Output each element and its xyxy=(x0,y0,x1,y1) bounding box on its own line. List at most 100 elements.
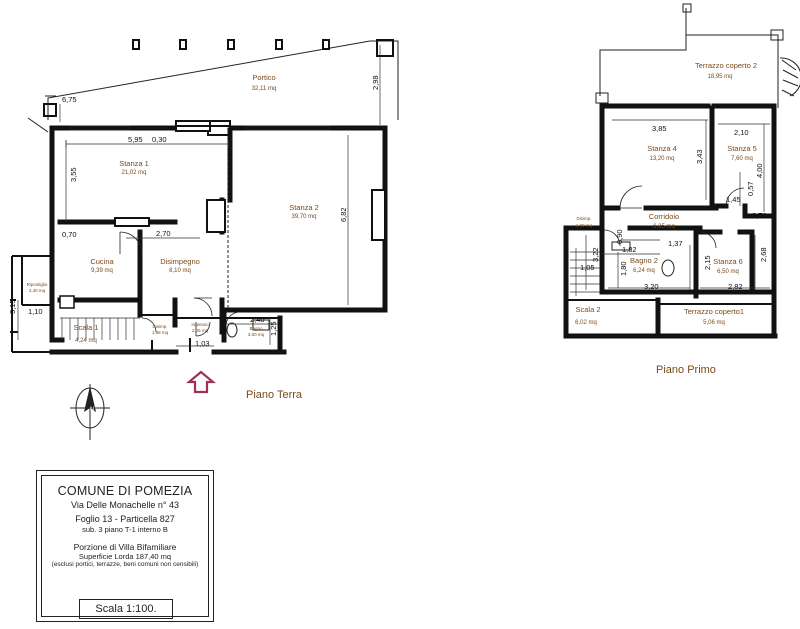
ripostiglio-area: 3,40 mq xyxy=(29,288,46,293)
stanza2-name: Stanza 2 xyxy=(289,203,319,212)
gross-surface: Superficie Lorda 187,40 mq xyxy=(78,552,172,561)
stanza1-area: 21,02 mq xyxy=(121,170,146,176)
ground-floor-title: Piano Terra xyxy=(246,389,303,401)
dim-label: 4,00 xyxy=(755,163,764,178)
ingresso-area: 2,05 mq xyxy=(192,328,209,333)
scala2-name: Scala 2 xyxy=(575,305,600,314)
dim-label: 2,98 xyxy=(371,75,380,90)
stanza4-name: Stanza 4 xyxy=(647,144,677,153)
disimpegno-name: Disimpegno xyxy=(160,257,200,266)
dim-label: 6,82 xyxy=(339,207,348,222)
dim-label: 3,22 xyxy=(591,247,600,262)
disimp-small-name: Disimp. xyxy=(152,324,167,329)
dim-label: 1,45 xyxy=(726,195,741,204)
stanza1-name: Stanza 1 xyxy=(119,159,149,168)
cucina-name: Cucina xyxy=(90,257,114,266)
portico-name: Portico xyxy=(252,73,275,82)
sub-floor-info: sub. 3 piano T-1 interno B xyxy=(82,525,168,534)
dim-label: 1,80 xyxy=(619,261,628,276)
ingresso-name: Ingresso xyxy=(191,322,209,327)
stanza6-name: Stanza 6 xyxy=(713,257,743,266)
first-dimension-lines xyxy=(585,119,770,290)
portico-outline xyxy=(47,40,399,120)
corridoio-area: 6,25 mq xyxy=(653,224,675,230)
ground-room-labels: Portico 32,11 mq Stanza 1 21,02 mq Stanz… xyxy=(27,73,319,344)
terrazzo1-area: 5,06 mq xyxy=(703,320,725,326)
ground-dimension-lines xyxy=(17,45,381,347)
first-floor-title: Piano Primo xyxy=(656,364,716,376)
stair-1-treads xyxy=(60,317,140,340)
municipality-name: COMUNE DI POMEZIA xyxy=(57,484,193,498)
stair-2-treads xyxy=(570,248,600,296)
dim-label: 2,40 xyxy=(250,315,265,324)
bagno-area: 3,00 mq xyxy=(248,332,265,337)
dim-label: 2,70 xyxy=(156,229,171,238)
stanza5-name: Stanza 5 xyxy=(727,144,757,153)
first-room-labels: Terrazzo coperto 2 18,95 mq Stanza 4 13,… xyxy=(575,61,757,326)
corridoio-name: Corridoio xyxy=(649,212,679,221)
dim-label: 3,15 xyxy=(8,299,17,314)
portico-area: 32,11 mq xyxy=(252,86,277,92)
dim-label: 3,85 xyxy=(652,124,667,133)
title-block: COMUNE DI POMEZIA Via Delle Monachelle n… xyxy=(36,470,214,622)
address: Via Delle Monachelle n° 43 xyxy=(71,500,179,510)
stanza4-area: 13,20 mq xyxy=(649,156,674,162)
dim-label: 0,90 xyxy=(615,229,624,244)
scala1-area: 4,24 mq xyxy=(75,338,97,344)
ground-doors xyxy=(119,231,241,337)
dim-label: 3,20 xyxy=(644,282,659,291)
dim-label: 3,55 xyxy=(69,167,78,182)
first-doors xyxy=(603,185,745,249)
terrazzo1-name: Terrazzo coperto1 xyxy=(684,307,744,316)
first-interior-walls xyxy=(599,105,775,299)
scala1-name: Scala 1 xyxy=(73,323,98,332)
stanza2-area: 39,70 mq xyxy=(291,214,316,220)
first-exterior-walls xyxy=(563,103,778,339)
dim-label: 0,70 xyxy=(752,211,767,220)
disimp-first-area: 1,69 mq xyxy=(576,223,593,228)
dim-label: 6,75 xyxy=(62,95,77,104)
stanza5-area: 7,60 mq xyxy=(731,156,753,162)
dim-label: 1,03 xyxy=(195,339,210,348)
ground-dimension-labels: 6,75 5,95 0,30 3,55 0,70 2,70 6,82 2,98 … xyxy=(8,75,380,348)
bagno-name: Bagno xyxy=(249,326,263,331)
cadastral-reference: Foglio 13 - Particella 827 xyxy=(75,514,175,524)
title-block-frame: COMUNE DI POMEZIA Via Delle Monachelle n… xyxy=(41,475,209,619)
dim-label: 2,15 xyxy=(703,255,712,270)
dim-label: 5,95 xyxy=(128,135,143,144)
scale-label: Scala 1:100. xyxy=(79,599,173,619)
cucina-area: 9,39 mq xyxy=(91,268,113,274)
first-floor-plan xyxy=(563,3,800,339)
bagno2-name: Bagno 2 xyxy=(630,256,658,265)
terrazzo2-outline xyxy=(599,34,779,108)
property-portion: Porzione di Villa Bifamiliare xyxy=(73,542,177,552)
scala2-area: 6,02 mq xyxy=(575,320,597,326)
disimpegno-area: 8,10 mq xyxy=(169,268,191,274)
stanza6-area: 6,50 mq xyxy=(717,269,739,275)
dim-label: 1,25 xyxy=(269,321,278,336)
dim-label: 1,10 xyxy=(28,307,43,316)
ground-floor-plan xyxy=(10,39,399,394)
dim-label: 2,68 xyxy=(759,247,768,262)
dim-label: 2,10 xyxy=(734,128,749,137)
ripostiglio-name: Ripostiglio xyxy=(27,282,48,287)
disimp-small-area: 1,88 mq xyxy=(152,330,169,335)
dim-label: 3,43 xyxy=(695,149,704,164)
dim-label: 2,82 xyxy=(728,282,743,291)
surface-note: (esclusi portici, terrazze, beni comuni … xyxy=(51,561,199,568)
dim-label: 1,37 xyxy=(668,239,683,248)
portico-columns xyxy=(27,39,394,133)
dim-label: 1,82 xyxy=(622,245,637,254)
dim-label: 1,05 xyxy=(580,263,595,272)
disimp-first-name: Disimp. xyxy=(576,216,591,221)
dim-label: 0,30 xyxy=(152,135,167,144)
compass-label: N xyxy=(90,407,94,413)
first-dimension-labels: 3,85 2,10 3,43 4,00 0,57 1,45 0,70 0,90 … xyxy=(580,124,768,291)
bagno2-area: 6,24 mq xyxy=(633,268,655,274)
entrance-arrow-icon xyxy=(185,370,217,394)
north-compass-icon xyxy=(70,384,110,440)
terrazzo2-name: Terrazzo coperto 2 xyxy=(695,61,757,70)
terrazzo2-area: 18,95 mq xyxy=(707,74,732,80)
dim-label: 0,70 xyxy=(62,230,77,239)
